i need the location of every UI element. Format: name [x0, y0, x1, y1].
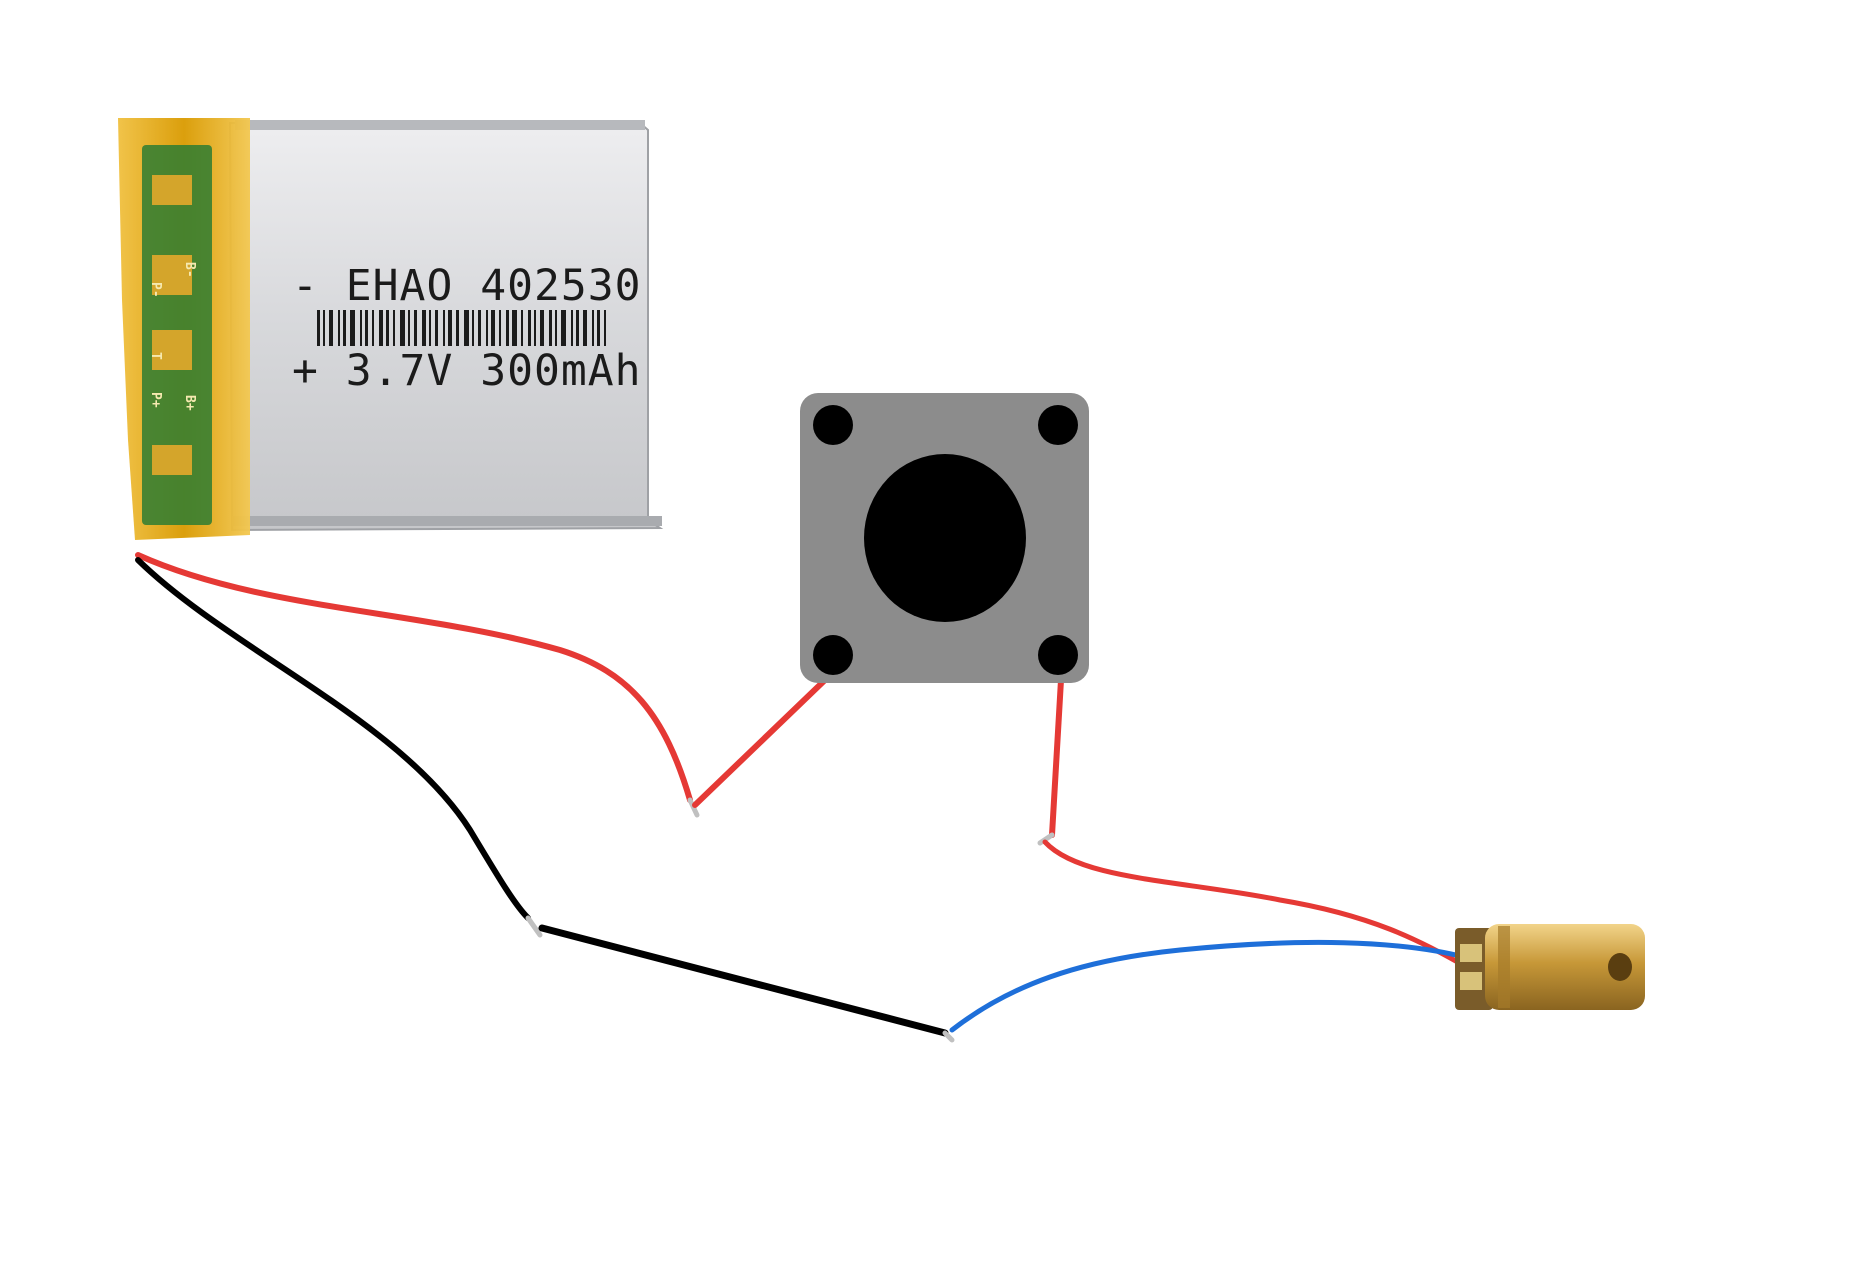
pcb-label-b-plus: B+	[182, 395, 197, 411]
barcode-bar	[549, 310, 552, 346]
battery-pcb-pad	[152, 330, 192, 370]
switch-pin-top-right	[1038, 405, 1078, 445]
laser-module-barrel	[1485, 924, 1645, 1010]
tactile-push-button	[800, 393, 1089, 683]
laser-module-pcb-pad	[1460, 972, 1482, 990]
switch-pin-top-left	[813, 405, 853, 445]
barcode-bar	[365, 310, 368, 346]
barcode-bar	[571, 310, 573, 346]
battery-label-model: - EHAO 402530	[292, 261, 642, 311]
barcode-bar	[472, 310, 474, 346]
pcb-label-b-minus: B-	[182, 262, 197, 278]
pcb-label-t: T	[148, 352, 163, 360]
barcode-bar	[464, 310, 469, 346]
barcode-bar	[512, 310, 517, 346]
barcode-bar	[379, 310, 383, 346]
battery-top-seam	[235, 120, 645, 130]
barcode-bar	[486, 310, 488, 346]
laser-module-barrel-band	[1498, 926, 1510, 1008]
barcode-bar	[360, 310, 362, 346]
pcb-label-p-minus: P-	[148, 282, 163, 298]
barcode-bar	[491, 310, 495, 346]
battery-barcode	[317, 310, 606, 346]
barcode-bar	[540, 310, 544, 346]
switch-pin-bottom-right	[1038, 635, 1078, 675]
barcode-bar	[372, 310, 374, 346]
barcode-bar	[435, 310, 438, 346]
ground-black-wire	[538, 924, 949, 1037]
ground-black-wire-tip	[942, 1030, 955, 1043]
laser-module-lens-aperture	[1608, 953, 1632, 981]
switch-button-cap	[864, 454, 1026, 622]
barcode-bar	[592, 310, 594, 346]
barcode-bar	[448, 310, 452, 346]
barcode-bar	[317, 310, 320, 346]
barcode-bar	[343, 310, 346, 346]
barcode-bar	[583, 310, 587, 346]
barcode-bar	[329, 310, 333, 346]
barcode-bar	[429, 310, 431, 346]
barcode-bar	[393, 310, 395, 346]
laser-diode-module	[1455, 924, 1645, 1010]
barcode-bar	[408, 310, 410, 346]
battery-red-wire	[135, 552, 693, 803]
battery-pcb-pad	[152, 255, 192, 295]
battery-pcb-pad	[152, 445, 192, 475]
barcode-bar	[576, 310, 579, 346]
laser-module-pcb-pad	[1460, 944, 1482, 962]
wires	[135, 552, 1471, 1043]
barcode-bar	[506, 310, 509, 346]
laser-red-wire	[1042, 839, 1471, 971]
barcode-bar	[443, 310, 445, 346]
battery-black-wire	[135, 557, 531, 921]
battery-label-rating: + 3.7V 300mAh	[292, 346, 642, 396]
barcode-bar	[534, 310, 536, 346]
barcode-bar	[323, 310, 325, 346]
barcode-bar	[422, 310, 426, 346]
pcb-label-p-plus: P+	[148, 392, 163, 408]
switch-output-red-wire-tip	[1037, 832, 1055, 846]
laser-blue-wire	[949, 939, 1471, 1033]
barcode-bar	[350, 310, 355, 346]
barcode-bar	[386, 310, 389, 346]
barcode-bar	[414, 310, 417, 346]
battery-black-wire-tip	[525, 915, 543, 938]
barcode-bar	[528, 310, 531, 346]
barcode-bar	[400, 310, 405, 346]
barcode-bar	[456, 310, 459, 346]
barcode-bar	[555, 310, 557, 346]
barcode-bar	[561, 310, 566, 346]
barcode-bar	[604, 310, 606, 346]
switch-output-red-wire	[1049, 677, 1064, 838]
battery-bottom-seam	[232, 516, 662, 526]
barcode-bar	[478, 310, 481, 346]
lipo-battery: B- P- T P+ B+ - EHAO 402530 + 3.7V 300mA…	[118, 118, 664, 540]
barcode-bar	[338, 310, 340, 346]
barcode-bar	[597, 310, 600, 346]
switch-input-red-wire	[692, 677, 828, 808]
battery-pcb-pad	[152, 175, 192, 205]
barcode-bar	[499, 310, 501, 346]
switch-pin-bottom-left	[813, 635, 853, 675]
barcode-bar	[521, 310, 523, 346]
